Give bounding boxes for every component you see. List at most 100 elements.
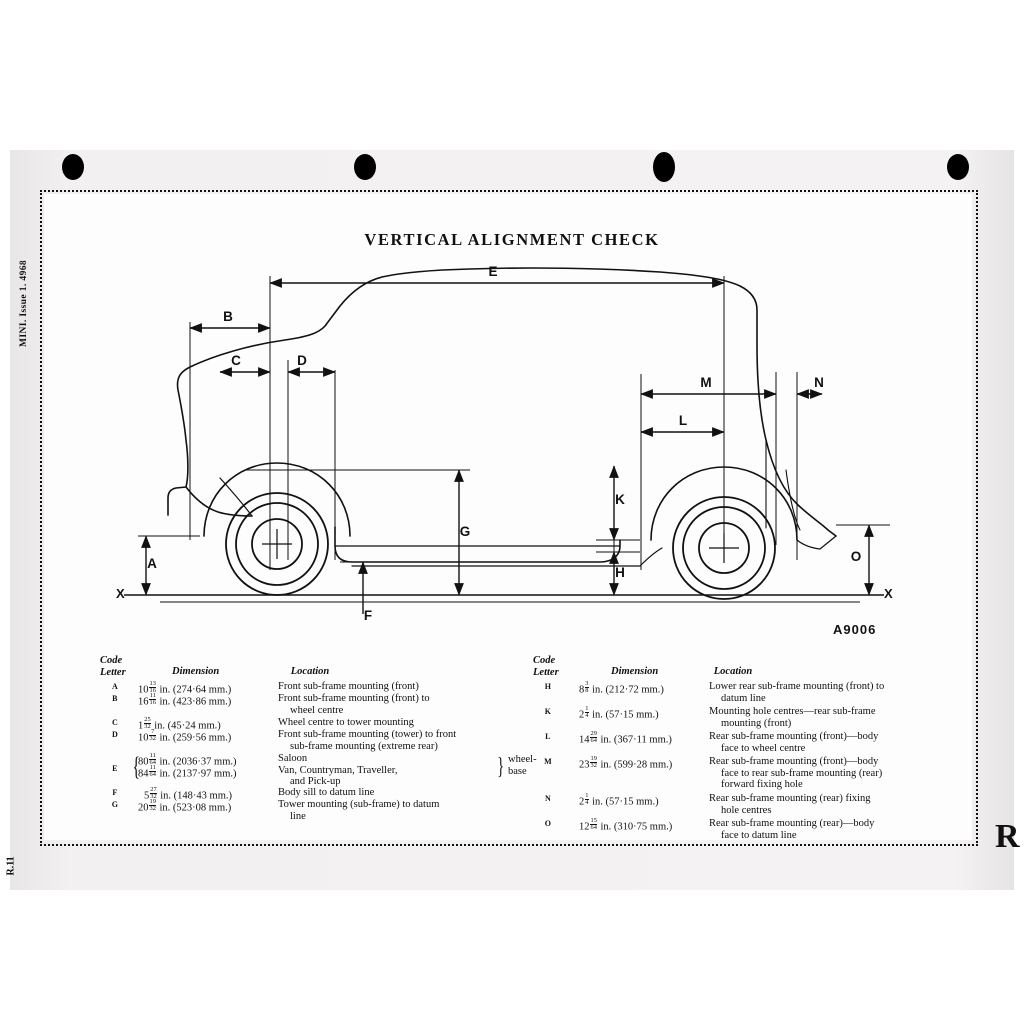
brace-right-icon: } bbox=[497, 754, 505, 780]
frac-den: 64 bbox=[149, 771, 156, 779]
loc-line2: datum line bbox=[721, 692, 766, 704]
loc-line2: face to datum line bbox=[721, 829, 797, 841]
drawing-white-area bbox=[44, 194, 972, 840]
loc-line1: Front sub-frame mounting (tower) to fron… bbox=[278, 729, 457, 740]
frac-num: 27 bbox=[149, 786, 158, 795]
loc-line1: Lower rear sub-frame mounting (front) to bbox=[709, 681, 885, 692]
section-mark: R bbox=[995, 818, 1020, 855]
loc-line2: hole centres bbox=[721, 804, 772, 816]
row-location: Front sub-frame mounting (front) bbox=[278, 681, 419, 692]
dim-unit: in. (367·11 mm.) bbox=[600, 734, 672, 746]
dim-unit: in. (57·15 mm.) bbox=[592, 709, 659, 721]
dim-whole: 80 bbox=[138, 756, 149, 768]
dim-unit: in. (2137·97 mm.) bbox=[159, 768, 237, 780]
wheelbase-line2: base bbox=[508, 765, 527, 777]
loc-line1: Tower mounting (sub-frame) to datum bbox=[278, 799, 440, 810]
dim-whole: 16 bbox=[138, 696, 149, 708]
header-location: Location bbox=[713, 666, 753, 677]
dimension-label-M: M bbox=[700, 375, 712, 390]
drawing-reference-code: A9006 bbox=[833, 622, 877, 637]
header-code-line2: Letter bbox=[533, 666, 559, 678]
dimension-label-O: O bbox=[850, 549, 862, 564]
frac-den: 64 bbox=[590, 737, 597, 745]
dim-unit: in. (423·86 mm.) bbox=[159, 696, 232, 708]
frac-num: 19 bbox=[149, 798, 157, 807]
frac-num: 11 bbox=[149, 752, 157, 761]
dimension-label-H: H bbox=[615, 565, 625, 580]
loc-line1: Rear sub-frame mounting (front)—body bbox=[709, 731, 879, 742]
frac-num: 13 bbox=[149, 680, 157, 689]
dimension-label-C: C bbox=[231, 353, 241, 368]
loc-line2: mounting (front) bbox=[721, 717, 792, 729]
row-code: D bbox=[111, 730, 119, 739]
header-dimension: Dimension bbox=[611, 666, 659, 677]
dim-whole: 5 bbox=[144, 790, 150, 802]
key-header-left: Code Letter Dimension Location bbox=[100, 655, 520, 681]
dim-whole: 1 bbox=[138, 720, 144, 732]
header-code-line1: Code bbox=[533, 655, 556, 666]
row-location: Wheel centre to tower mounting bbox=[278, 717, 414, 728]
loc-line1: Rear sub-frame mounting (front)—body bbox=[709, 756, 879, 767]
row-code: C bbox=[111, 718, 119, 727]
dim-whole: 2 bbox=[579, 796, 585, 808]
key-header-right: Code Letter Dimension Location bbox=[533, 655, 933, 681]
binder-hole-1 bbox=[62, 154, 84, 180]
dim-whole: 14 bbox=[579, 734, 590, 746]
frac-den: 64 bbox=[149, 759, 156, 767]
row-location: Mounting hole centres—rear sub-frame mou… bbox=[709, 706, 933, 729]
dimension-label-B: B bbox=[223, 309, 233, 324]
dim-unit: in. (310·75 mm.) bbox=[600, 821, 673, 833]
loc-line1: Mounting hole centres—rear sub-frame bbox=[709, 706, 876, 717]
frac-den: 4 bbox=[585, 799, 589, 807]
row-location: Rear sub-frame mounting (front)—body fac… bbox=[709, 756, 933, 791]
binder-hole-2 bbox=[354, 154, 376, 180]
row-location: Rear sub-frame mounting (front)—body fac… bbox=[709, 731, 933, 754]
dimension-label-D: D bbox=[297, 353, 307, 368]
wheelbase-note: wheel- base bbox=[508, 754, 568, 777]
frac-den: 32 bbox=[144, 723, 151, 731]
row-code: O bbox=[544, 819, 552, 828]
loc-line3: forward fixing hole bbox=[721, 779, 803, 791]
frac-num: 3 bbox=[584, 680, 589, 689]
row-code: G bbox=[111, 800, 119, 809]
dim-unit: in. (523·08 mm.) bbox=[159, 802, 232, 814]
row-code: N bbox=[544, 794, 552, 803]
loc-line2: and Pick-up bbox=[290, 776, 341, 787]
datum-label-left: X bbox=[116, 586, 125, 601]
frac-den: 32 bbox=[590, 762, 597, 770]
frac-num: 25 bbox=[143, 716, 152, 725]
row-location: Van, Countryman, Traveller, and Pick-up bbox=[278, 765, 524, 787]
loc-line1: Van, Countryman, Traveller, bbox=[278, 765, 398, 776]
header-code-letter: Code Letter bbox=[100, 655, 126, 678]
frac-num: 19 bbox=[590, 755, 598, 764]
header-code-line1: Code bbox=[100, 655, 123, 666]
